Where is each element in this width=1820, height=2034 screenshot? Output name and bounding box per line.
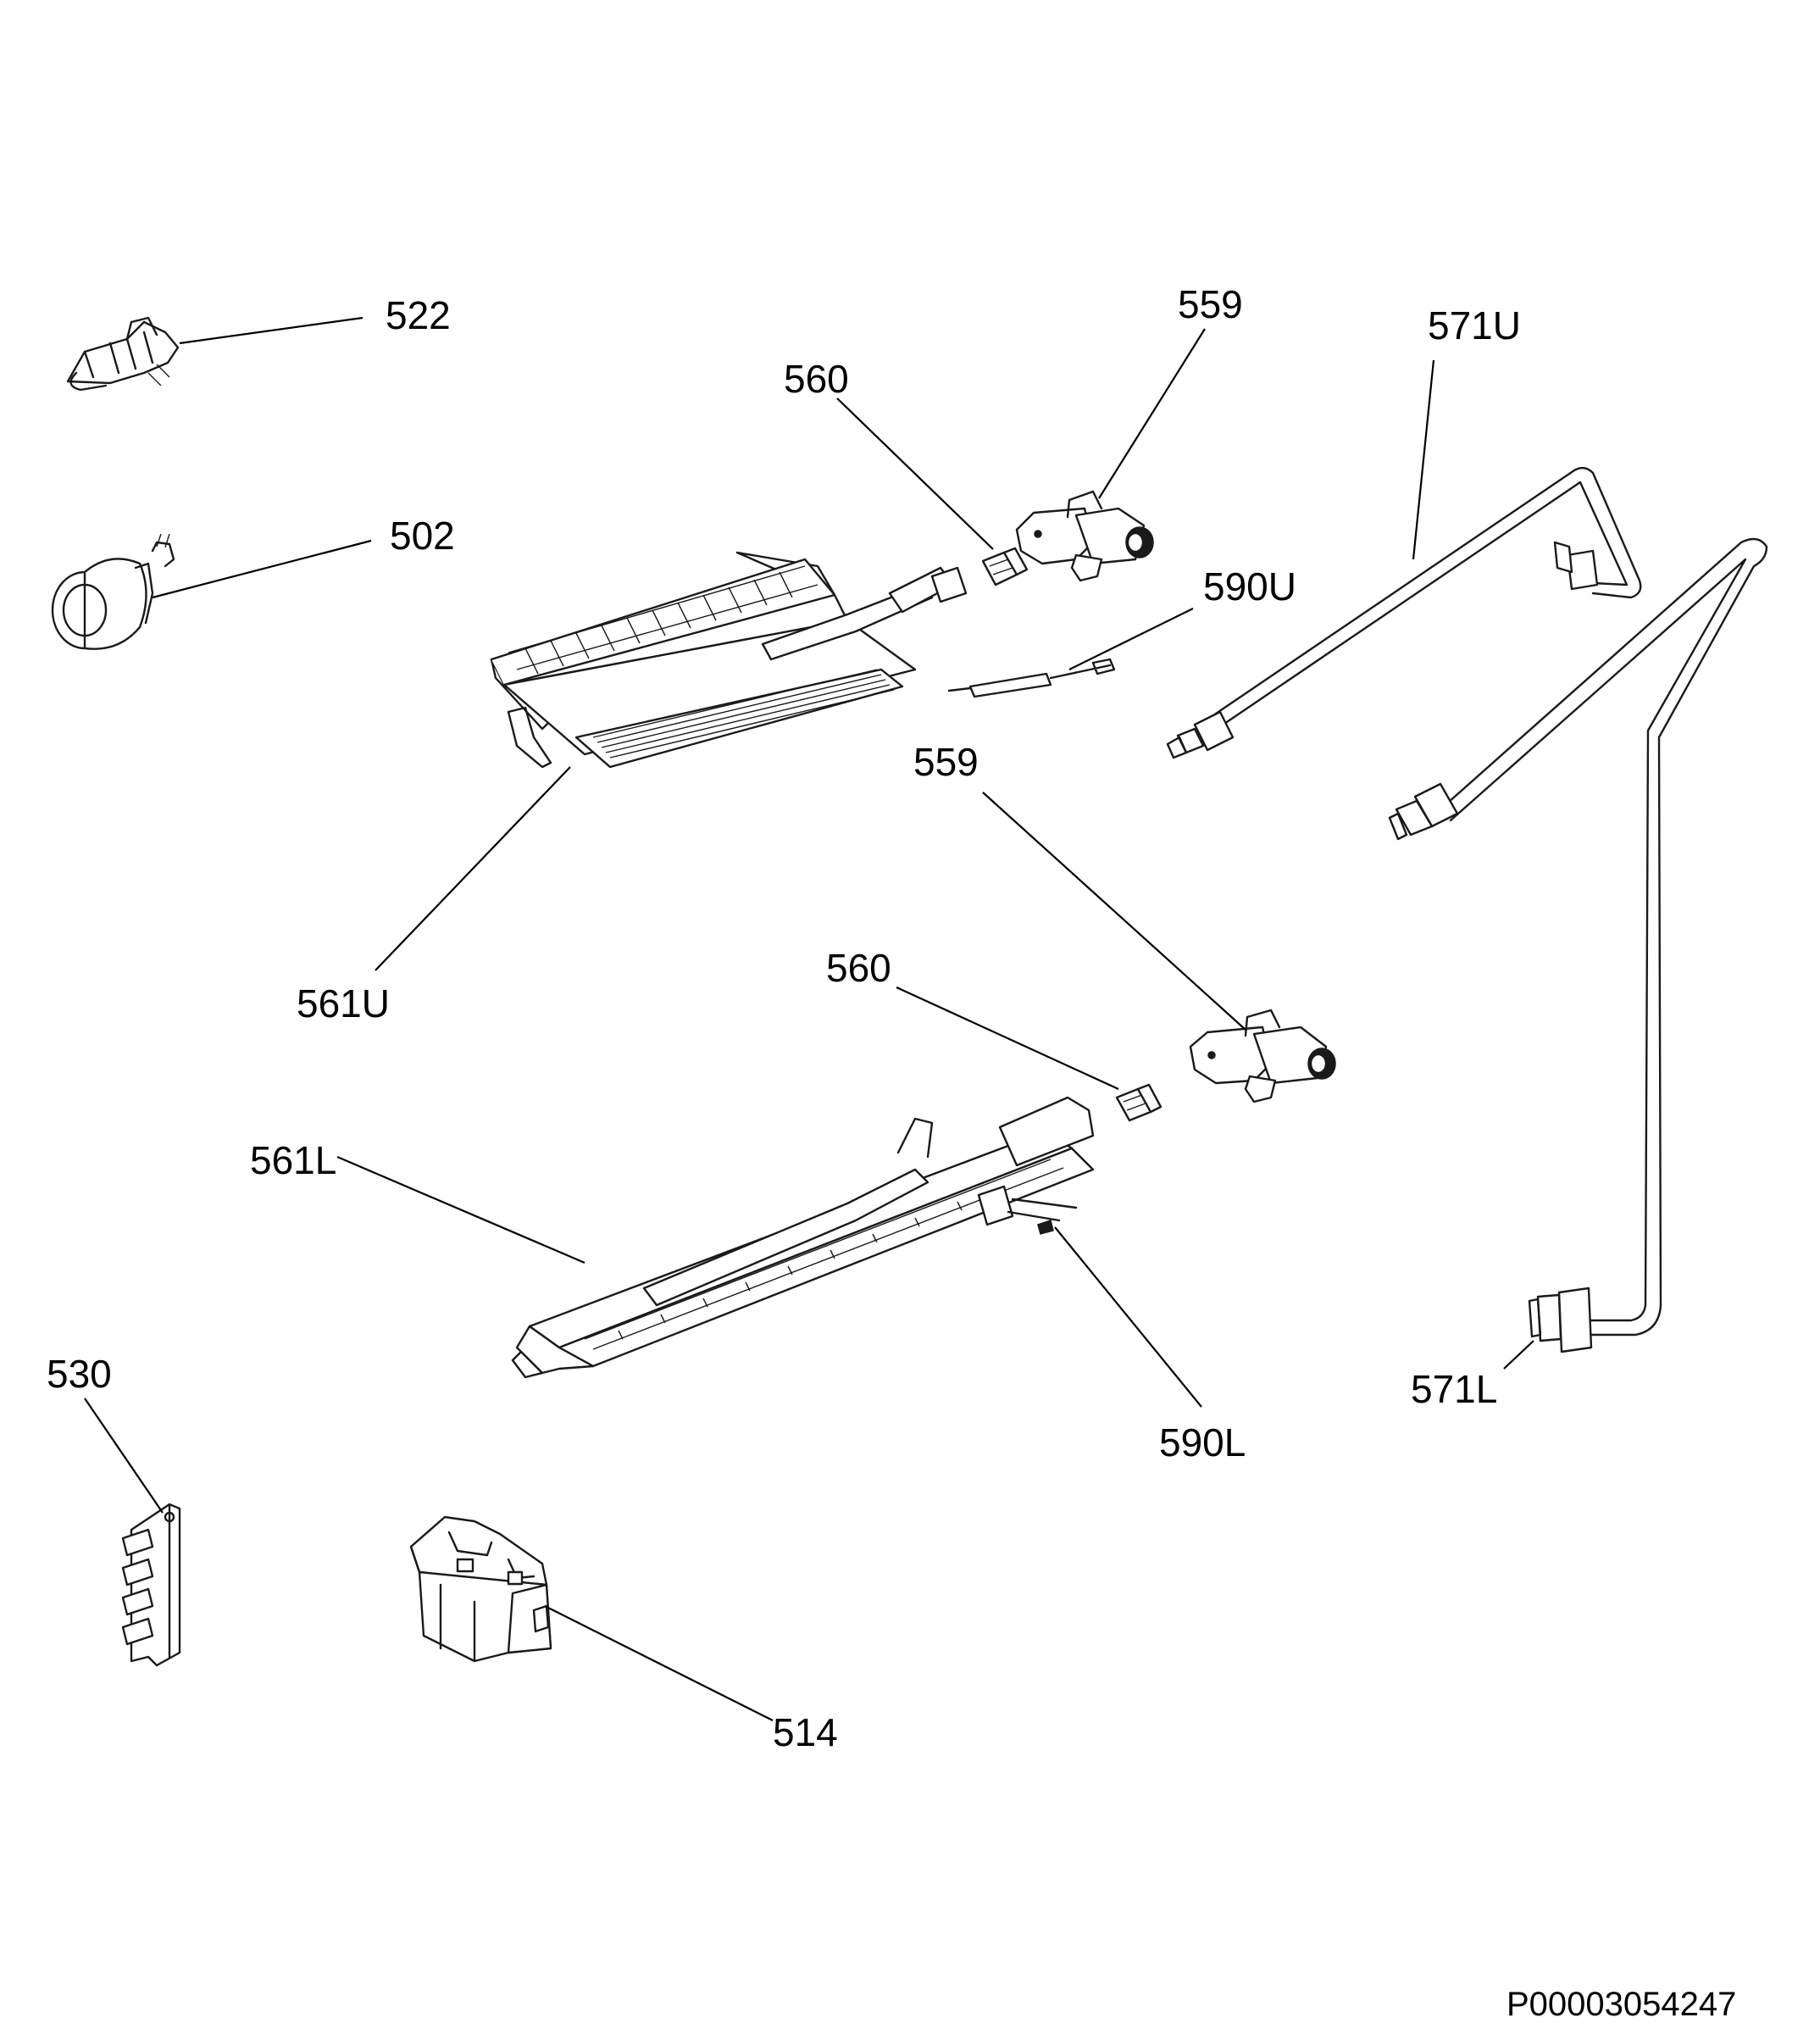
part-560-upper-nozzle [981, 547, 1029, 586]
leader-560-lower [896, 986, 1119, 1091]
leader-522 [179, 316, 363, 345]
label-559-lower: 559 [913, 740, 979, 784]
label-571u: 571U [1428, 303, 1521, 347]
leader-559-upper [1098, 328, 1206, 499]
part-514-spark-box [409, 1515, 552, 1663]
label-561u: 561U [297, 981, 390, 1025]
label-561l: 561L [250, 1138, 336, 1182]
leader-502 [152, 539, 372, 599]
leader-530 [84, 1398, 164, 1514]
leader-590u [1068, 608, 1194, 670]
label-560-upper: 560 [784, 357, 849, 401]
label-590u: 590U [1203, 564, 1296, 609]
label-590l: 590L [1159, 1420, 1246, 1464]
part-571l-lower-pipe [1388, 537, 1768, 1353]
label-502: 502 [390, 514, 455, 558]
leader-571l [1503, 1340, 1534, 1370]
label-530: 530 [47, 1352, 112, 1396]
part-559-upper-valve [1015, 490, 1154, 582]
part-590u-thermocouple [947, 658, 1116, 698]
leader-514 [544, 1605, 774, 1721]
leader-561l [336, 1155, 585, 1264]
part-530-terminal-block [121, 1503, 181, 1667]
leader-571u [1412, 359, 1435, 560]
part-559-lower-valve [1189, 1009, 1336, 1103]
label-514: 514 [773, 1710, 838, 1754]
label-559-upper: 559 [1178, 282, 1243, 326]
part-560-lower-nozzle [1115, 1083, 1162, 1122]
leader-559-lower [982, 792, 1246, 1031]
part-561l-lower-burner [511, 1096, 1095, 1379]
part-522-switch-bracket [66, 316, 180, 392]
leader-590l [1054, 1226, 1202, 1408]
part-502-knob [51, 533, 175, 650]
label-522: 522 [386, 293, 451, 337]
part-571u-upper-pipe [1166, 466, 1642, 759]
leader-560-upper [836, 397, 994, 550]
leader-561u [375, 766, 571, 971]
part-561u-upper-burner [490, 551, 968, 769]
label-571l: 571L [1411, 1367, 1497, 1411]
diagram-code: P00003054247 [1506, 1986, 1736, 2023]
part-590l-thermocouple [1037, 1220, 1054, 1235]
label-560-lower: 560 [826, 946, 891, 990]
